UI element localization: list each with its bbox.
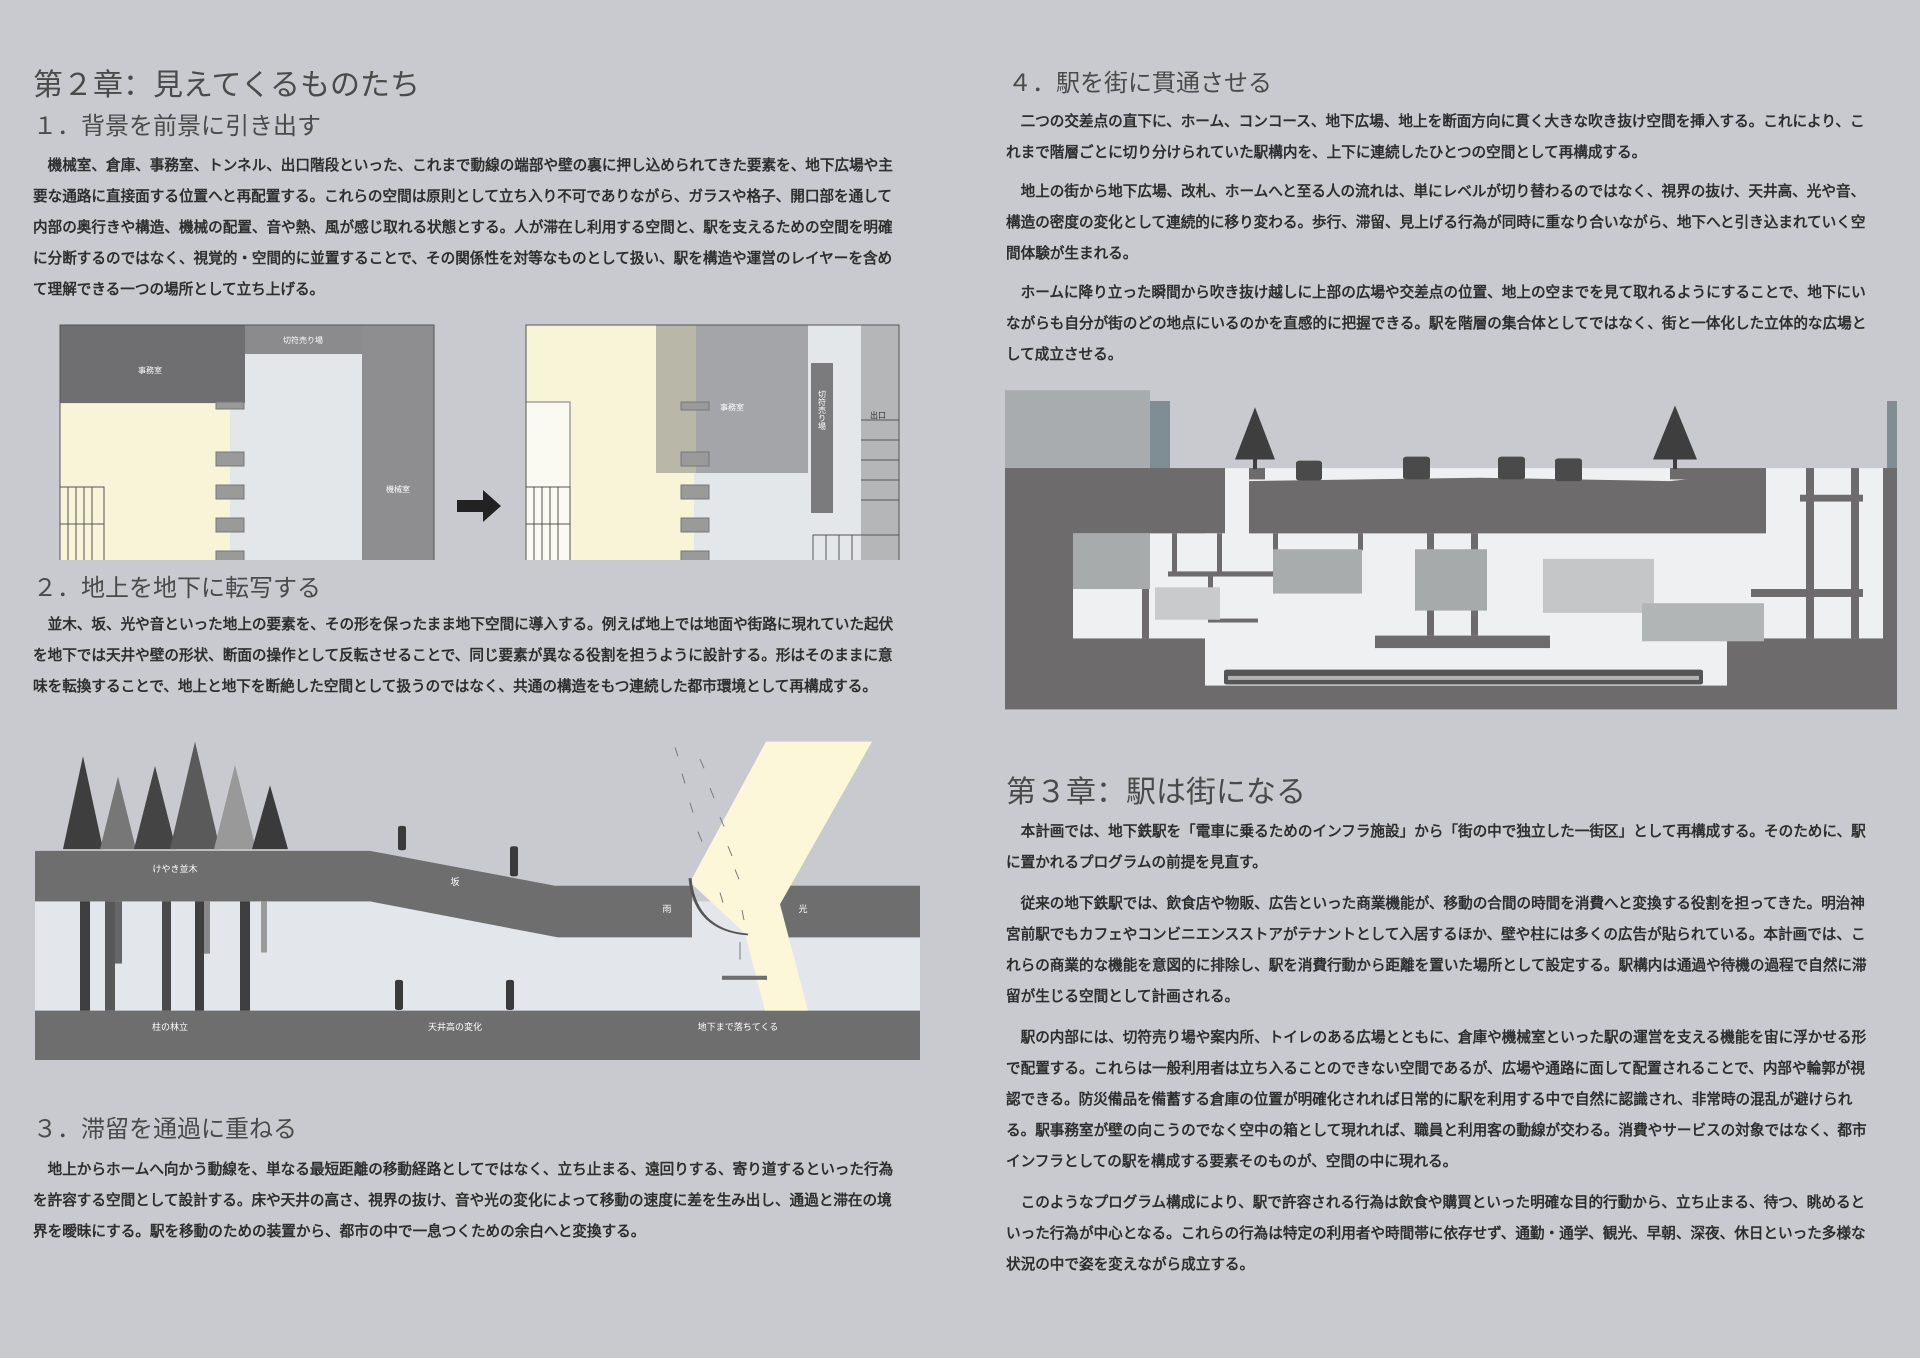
label-trees: けやき並木 (152, 863, 197, 875)
arrow-right-icon (457, 490, 501, 522)
chapter-3-para-2: 従来の地下鉄駅では、飲食店や物販、広告といった商業機能が、移動の合間の時間を消費… (1006, 895, 1867, 1005)
label-fall: 地下まで落ちてくる (698, 1021, 779, 1033)
section-3-title: ３．滞留を通過に重ねる (33, 1115, 297, 1143)
section-4-para-2: 地上の街から地下広場、改札、ホームへと至る人の流れは、単にレベルが切り替わるので… (1006, 183, 1866, 262)
floating-boxes (1073, 533, 1764, 642)
label-ticket-after: 切符売り場 (818, 390, 827, 431)
label-slope: 坂 (450, 877, 459, 888)
section-diagram-station-through-city (1005, 390, 1897, 710)
label-ceiling: 天井高の変化 (428, 1021, 482, 1033)
plan-after: 事務室 切符売り場 出口 (525, 324, 900, 560)
label-ticket: 切符売り場 (283, 335, 323, 345)
chapter-3-title: 第３章：駅は街になる (1006, 775, 1306, 810)
label-machine: 機械室 (386, 484, 410, 494)
section-2-title: ２．地上を地下に転写する (33, 574, 321, 602)
plan-diagram: 事務室 切符売り場 機械室 出口 事務室 (59, 324, 900, 560)
label-light: 光 (798, 903, 807, 915)
section-diagram-surface-to-underground: けやき並木 坂 雨 光 柱の林立 天井高の変化 地下まで落ちてくる (35, 741, 920, 1061)
label-exit-after: 出口 (870, 410, 886, 420)
section-2-body: 並木、坂、光や音といった地上の要素を、その形を保ったまま地下空間に導入する。例え… (33, 616, 894, 695)
plan-before: 事務室 切符売り場 機械室 出口 (59, 324, 435, 560)
chapter-3-para-4: このようなプログラム構成により、駅で許容される行為は飲食や購買といった明確な目的… (1006, 1194, 1866, 1273)
section-4-title: ４．駅を街に貫通させる (1008, 69, 1272, 97)
section-4-body: 二つの交差点の直下に、ホーム、コンコース、地下広場、地上を断面方向に貫く大きな吹… (1006, 106, 1872, 370)
chapter-3-body: 本計画では、地下鉄駅を「電車に乗るためのインフラ施設」から「街の中で独立した一街… (1006, 816, 1872, 1280)
label-rain: 雨 (662, 904, 671, 915)
section-4-para-1: 二つの交差点の直下に、ホーム、コンコース、地下広場、地上を断面方向に貫く大きな吹… (1006, 113, 1865, 161)
section-3-body: 地上からホームへ向かう動線を、単なる最短距離の移動経路としてではなく、立ち止まる… (33, 1161, 894, 1240)
section-1-body: 機械室、倉庫、事務室、トンネル、出口階段といった、これまで動線の端部や壁の裏に押… (33, 157, 893, 298)
train-icon (1224, 669, 1703, 685)
section-4-para-3: ホームに降り立った瞬間から吹き抜け越しに上部の広場や交差点の位置、地上の空までを… (1006, 284, 1867, 363)
section-1-title: １．背景を前景に引き出す (33, 112, 321, 140)
columns (80, 901, 267, 1011)
label-office-after: 事務室 (720, 402, 744, 412)
tree-icons (1235, 405, 1697, 470)
chapter-3-para-3: 駅の内部には、切符売り場や案内所、トイレのある広場とともに、倉庫や機械室といった… (1006, 1029, 1867, 1170)
car-icons (1296, 456, 1582, 482)
rain-icon (674, 747, 745, 960)
chapter-2-title: 第２章：見えてくるものたち (33, 68, 420, 103)
label-columns: 柱の林立 (152, 1021, 188, 1033)
chapter-3-para-1: 本計画では、地下鉄駅を「電車に乗るためのインフラ施設」から「街の中で独立した一街… (1006, 823, 1866, 871)
label-office: 事務室 (138, 365, 162, 375)
tree-icons (63, 741, 288, 850)
person-icons (395, 825, 518, 1011)
